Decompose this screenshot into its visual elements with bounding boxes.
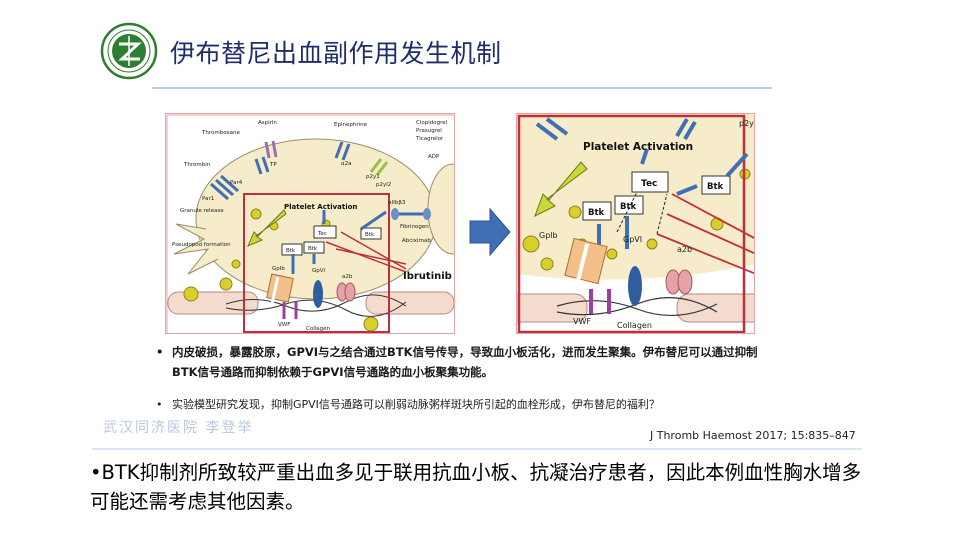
- label-p2y12: p2yl2: [376, 182, 391, 188]
- label-tp: TP: [269, 162, 277, 168]
- main-paragraph: •BTK抑制剂所致较严重出血多见于联用抗血小板、抗凝治疗患者，因此本例血性胸水增…: [90, 461, 862, 513]
- label-z-gpvi: GpVI: [623, 235, 642, 244]
- label-fibrinogen: Fibrinogen: [400, 224, 429, 230]
- label-z-gplb: Gplb: [539, 231, 558, 240]
- label-ibrutinib: Ibrutinib: [403, 271, 452, 282]
- label-tec: Tec: [317, 231, 327, 237]
- label-z-btk-1: Btk: [588, 208, 605, 218]
- label-z-tec: Tec: [641, 179, 657, 189]
- label-thrombin: Thrombin: [183, 162, 211, 168]
- citation: J Thromb Haemost 2017; 15:835–847: [650, 429, 856, 442]
- page-title: 伊布替尼出血副作用发生机制: [170, 39, 502, 68]
- label-z-vwf: VWF: [573, 317, 591, 326]
- mechanism-diagram-zoomed: p2y Platelet Activation Tec Btk Btk Btk …: [516, 113, 755, 334]
- label-aiibb3: αIIbβ3: [388, 200, 406, 206]
- label-a2b: a2b: [342, 274, 353, 280]
- arrow-right-icon: [468, 207, 512, 261]
- label-pseudopod-formation: Pseudopod formation: [172, 242, 231, 248]
- label-btk-2: Btk: [308, 246, 318, 252]
- label-alpha2a: α2a: [341, 161, 352, 167]
- label-ticagrelor: Ticagrelor: [415, 136, 444, 142]
- label-p2y1: p2y1: [366, 174, 380, 180]
- label-z-p2y: p2y: [739, 119, 754, 128]
- label-btk-3: Btk: [365, 232, 375, 238]
- label-gplb: GpIb: [272, 266, 285, 272]
- label-collagen: Collagen: [306, 326, 331, 332]
- bullet-text: 内皮破损，暴露胶原，GPVI与之结合通过BTK信号传导，导致血小板活化，进而发生…: [172, 345, 758, 379]
- bullet-text: 实验模型研究发现，抑制GPVI信号通路可以削弱动脉粥样斑块所引起的血栓形成，伊布…: [172, 398, 660, 412]
- label-par1: Par1: [202, 196, 214, 202]
- label-prasugrel: Prasugrel: [416, 128, 442, 134]
- label-epinephrine: Epinephrine: [334, 122, 368, 128]
- label-adp: ADP: [428, 154, 440, 160]
- label-z-btk-3: Btk: [707, 182, 724, 192]
- label-aspirin: Aspirin: [258, 120, 277, 126]
- label-platelet-activation: Platelet Activation: [284, 203, 357, 211]
- label-z-collagen: Collagen: [617, 321, 652, 330]
- label-par4: Par4: [230, 180, 243, 186]
- title-divider: [152, 87, 772, 89]
- label-z-btk-2: Btk: [620, 202, 637, 212]
- label-abciximab: Abciximab: [402, 238, 431, 244]
- label-clopidogrel: Clopidogrel: [416, 120, 448, 126]
- label-granule-release: Granule release: [180, 208, 224, 214]
- bullet-item: • 实验模型研究发现，抑制GPVI信号通路可以削弱动脉粥样斑块所引起的血栓形成，…: [156, 398, 660, 412]
- mechanism-diagram-left: Thromboxane Aspirin Epinephrine Clopidog…: [165, 113, 455, 334]
- label-z-a2b: a2b: [677, 245, 692, 254]
- label-btk-1: Btk: [286, 248, 296, 254]
- hospital-logo-icon: [100, 22, 158, 80]
- bullet-item: • 内皮破损，暴露胶原，GPVI与之结合通过BTK信号传导，导致血小板活化，进而…: [156, 345, 758, 379]
- label-z-platelet-activation: Platelet Activation: [583, 141, 693, 153]
- label-gpvi: GpVI: [312, 268, 326, 274]
- citation-divider: [92, 448, 862, 450]
- watermark: 武汉同济医院 李登举: [103, 420, 254, 436]
- label-thromboxane: Thromboxane: [201, 130, 241, 136]
- figure-notes: • 内皮破损，暴露胶原，GPVI与之结合通过BTK信号传导，导致血小板活化，进而…: [150, 343, 770, 415]
- label-vwf: VWF: [278, 322, 290, 328]
